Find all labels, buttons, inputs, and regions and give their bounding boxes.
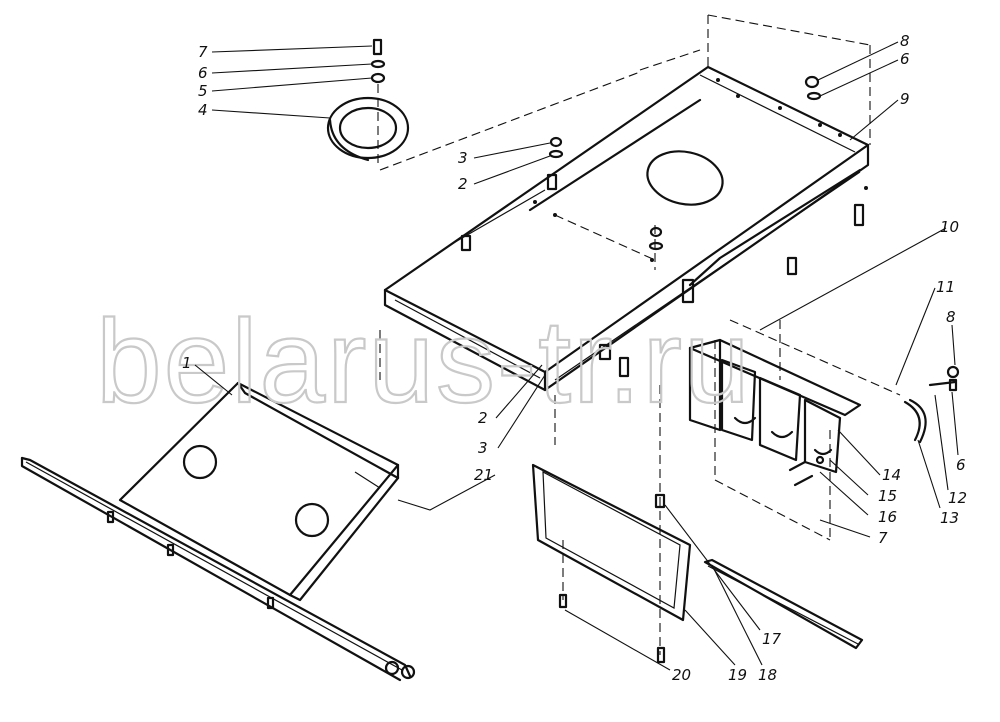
- callout-8: 8: [900, 32, 910, 50]
- flap-assembly-part-10: [688, 319, 901, 541]
- callout-labels: 7 6 5 4 3 2 8 6 9 10 11 8 1 2 3 21 14 6 …: [182, 32, 967, 684]
- callout-13: 13: [940, 509, 959, 527]
- bolt-7-icon: [372, 38, 383, 56]
- fasteners-2-3-top: [548, 136, 664, 251]
- fasteners-8-6-top-right: [804, 75, 822, 101]
- callout-6: 6: [900, 50, 910, 68]
- callout-6: 6: [956, 456, 966, 474]
- leader-lines: [194, 41, 959, 671]
- callout-6: 6: [198, 64, 208, 82]
- bar-part-18: [703, 558, 864, 650]
- callout-11: 11: [936, 278, 955, 296]
- housing-part-9: [383, 65, 870, 392]
- callout-5: 5: [198, 82, 208, 100]
- callout-16: 16: [878, 508, 897, 526]
- callout-8: 8: [946, 308, 956, 326]
- callout-1: 1: [182, 354, 192, 372]
- assembly-lines-housing: [379, 14, 871, 655]
- callout-10: 10: [940, 218, 959, 236]
- washer-5-icon: [370, 72, 386, 84]
- callout-14: 14: [882, 466, 901, 484]
- watermark: belarus-tr.ru: [96, 296, 752, 428]
- clip-parts-11-12-13: [903, 365, 960, 444]
- callout-4: 4: [198, 101, 208, 119]
- frame-part-19: [531, 463, 692, 622]
- callout-12: 12: [948, 489, 967, 507]
- callout-20: 20: [672, 666, 691, 684]
- callout-7: 7: [198, 43, 208, 61]
- washer-6-icon: [370, 59, 386, 69]
- callout-15: 15: [878, 487, 897, 505]
- ring-part-4: [326, 38, 410, 168]
- callout-3: 3: [458, 149, 468, 167]
- callout-3: 3: [478, 439, 488, 457]
- callout-7: 7: [878, 529, 888, 547]
- callout-21: 21: [474, 466, 493, 484]
- tray-part-1: [20, 381, 416, 682]
- callout-2: 2: [478, 409, 488, 427]
- callout-18: 18: [758, 666, 777, 684]
- callout-2: 2: [458, 175, 468, 193]
- callout-17: 17: [762, 630, 782, 648]
- fastener-17-18: [654, 493, 666, 664]
- callout-9: 9: [900, 90, 910, 108]
- callout-19: 19: [728, 666, 747, 684]
